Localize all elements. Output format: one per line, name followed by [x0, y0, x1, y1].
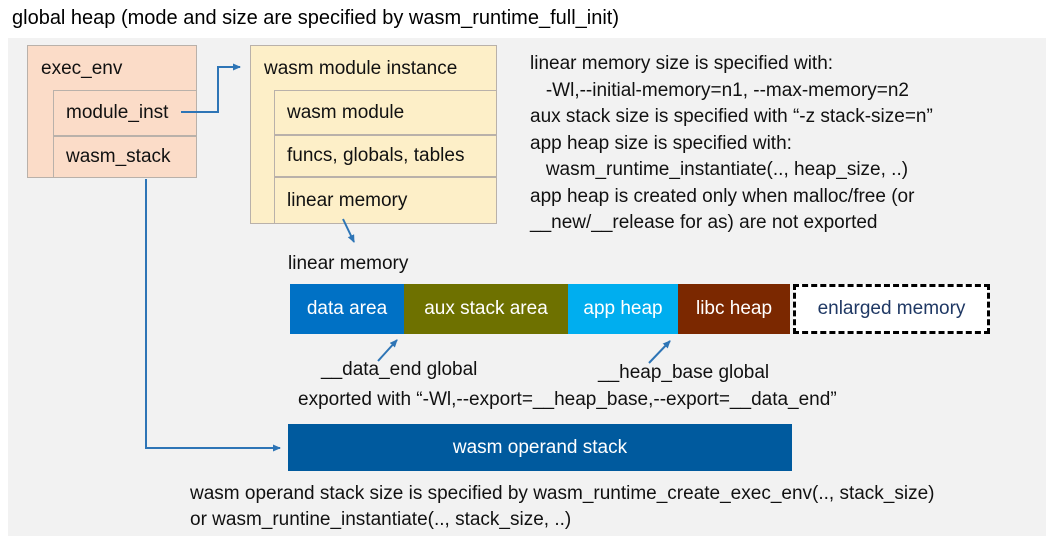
funcs-globals-tables-label: funcs, globals, tables [287, 145, 465, 166]
segment-data-area: data area [290, 284, 404, 334]
exec-env-title: exec_env [41, 57, 123, 79]
wasm-module-label: wasm module [287, 101, 405, 123]
wasm-stack-label: wasm_stack [66, 146, 171, 167]
wasm-module-box: wasm module [274, 90, 497, 135]
memory-size-notes: linear memory size is specified with: -W… [530, 51, 933, 237]
wasm-stack-box: wasm_stack [53, 136, 197, 178]
exported-flags-label: exported with “-Wl,--export=__heap_base,… [298, 389, 837, 410]
note-line: linear memory size is specified with: [530, 53, 834, 74]
segment-data-area-label: data area [306, 298, 388, 319]
segment-app-heap-label: app heap [583, 298, 663, 319]
wasm-operand-stack-bar: wasm operand stack [288, 424, 792, 471]
linear-memory-box: linear memory [274, 177, 497, 224]
heap-base-global-label: __heap_base global [598, 362, 770, 383]
segment-app-heap: app heap [568, 284, 678, 334]
segment-libc-heap: libc heap [678, 284, 790, 334]
segment-libc-heap-label: libc heap [695, 298, 773, 319]
note-line: app heap is created only when malloc/fre… [530, 185, 915, 207]
segment-enlarged-memory-label: enlarged memory [817, 298, 966, 319]
note-line: aux stack size is specified with “-z sta… [530, 106, 933, 127]
segment-enlarged-memory: enlarged memory [793, 284, 990, 334]
note-line: app heap size is specified with: [530, 132, 792, 154]
data-end-global-label: __data_end global [321, 359, 478, 380]
segment-aux-stack-area: aux stack area [404, 284, 568, 334]
diagram-title: global heap (mode and size are specified… [12, 7, 619, 29]
wasm-module-instance-title: wasm module instance [264, 57, 458, 79]
note-line: __new/__release for as) are not exported [530, 212, 878, 233]
operand-stack-notes: wasm operand stack size is specified by … [190, 481, 935, 533]
wasm-operand-stack-label: wasm operand stack [452, 436, 628, 458]
note-line: wasm_runtime_instantiate(.., heap_size, … [530, 159, 909, 180]
linear-memory-box-label: linear memory [287, 189, 408, 211]
linear-memory-bar-title: linear memory [288, 253, 409, 274]
module-inst-box: module_inst [53, 90, 197, 136]
footer-line: or wasm_runtine_instantiate(.., stack_si… [190, 509, 572, 530]
module-inst-label: module_inst [66, 102, 169, 123]
funcs-globals-tables-box: funcs, globals, tables [274, 135, 497, 177]
note-line: -Wl,--initial-memory=n1, --max-memory=n2 [530, 79, 909, 101]
footer-line: wasm operand stack size is specified by … [190, 483, 935, 504]
segment-aux-stack-area-label: aux stack area [424, 298, 548, 319]
